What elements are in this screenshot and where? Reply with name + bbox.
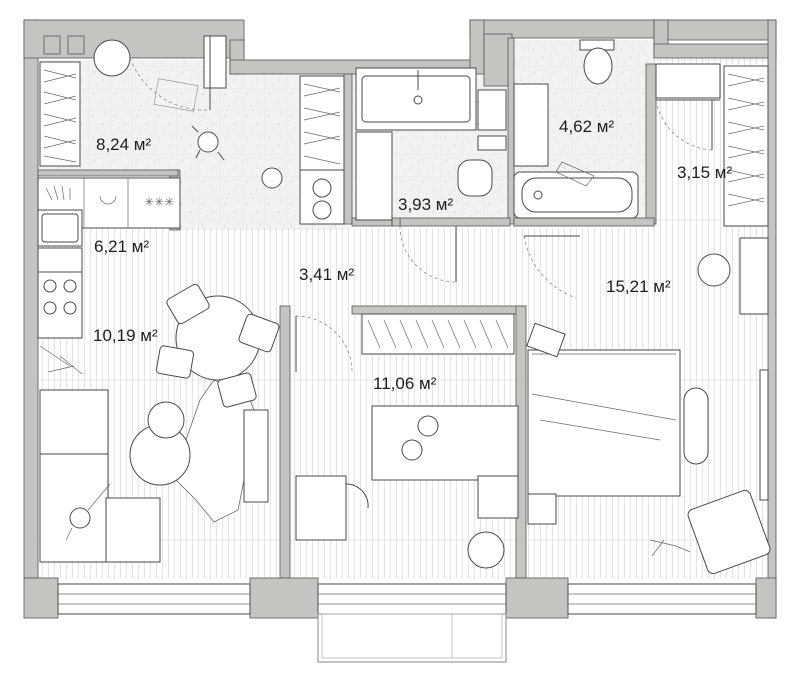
room-area-kitchen: 6,21 м² xyxy=(94,237,149,256)
room-area-bedroom-1: 11,06 м² xyxy=(373,374,437,393)
wc-fixtures xyxy=(513,39,639,219)
balcony xyxy=(317,613,507,663)
person-figure-icon xyxy=(191,125,225,161)
room-area-wc: 4,62 м² xyxy=(559,117,614,136)
walls xyxy=(23,19,777,619)
windows xyxy=(57,583,757,615)
room-area-corridor: 3,41 м² xyxy=(299,265,354,284)
bedroom-2-furniture xyxy=(526,237,771,575)
hall-furniture xyxy=(39,35,345,225)
bathroom-fixtures xyxy=(355,67,507,226)
room-area-hall: 8,24 м² xyxy=(96,135,151,154)
room-area-bathroom: 3,93 м² xyxy=(398,195,453,214)
storage-fixtures xyxy=(655,63,769,227)
person-figure-icon xyxy=(65,483,111,541)
corridor-doors xyxy=(295,225,580,373)
room-area-labels: 8,24 м² 3,93 м² 4,62 м² 3,15 м² 6,21 м² … xyxy=(93,117,732,393)
room-area-bedroom-2: 15,21 м² xyxy=(606,277,671,296)
room-area-living: 10,19 м² xyxy=(93,326,158,345)
svg-text:✳✳✳: ✳✳✳ xyxy=(144,195,174,209)
living-furniture xyxy=(39,283,280,563)
kitchen-fixtures: ✳✳✳ xyxy=(37,177,181,339)
bedroom-1-furniture xyxy=(295,313,519,569)
room-area-storage: 3,15 м² xyxy=(677,163,732,182)
